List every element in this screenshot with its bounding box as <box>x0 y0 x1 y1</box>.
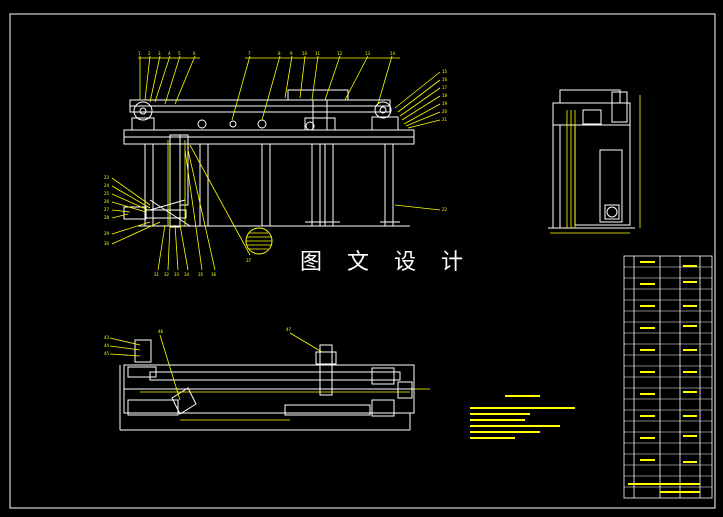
svg-text:6: 6 <box>193 51 196 56</box>
svg-text:46: 46 <box>158 329 164 334</box>
plan-view <box>119 339 415 431</box>
svg-text:26: 26 <box>104 199 110 204</box>
leg-2 <box>199 143 209 227</box>
svg-text:17: 17 <box>442 85 448 90</box>
plan-balloon-numbers: 43 44 45 46 47 <box>104 327 292 356</box>
technical-notes <box>470 395 575 439</box>
svg-text:10: 10 <box>302 51 308 56</box>
side-view <box>548 89 635 229</box>
svg-text:5: 5 <box>178 51 181 56</box>
svg-text:15: 15 <box>442 69 448 74</box>
svg-text:29: 29 <box>104 231 110 236</box>
title-block-text <box>628 261 700 493</box>
svg-text:44: 44 <box>104 343 110 348</box>
svg-text:11: 11 <box>315 51 321 56</box>
svg-text:14: 14 <box>390 51 396 56</box>
svg-text:45: 45 <box>104 351 110 356</box>
svg-text:9: 9 <box>290 51 293 56</box>
leg-3 <box>261 143 271 227</box>
drawing-outer-border <box>9 13 716 509</box>
front-view-annotations <box>111 55 441 271</box>
svg-text:32: 32 <box>164 272 170 277</box>
svg-text:47: 47 <box>286 327 292 332</box>
svg-text:4: 4 <box>168 51 171 56</box>
svg-text:33: 33 <box>174 272 180 277</box>
detail-circle <box>245 227 273 255</box>
side-view-annotations <box>550 95 641 234</box>
svg-text:16: 16 <box>442 77 448 82</box>
svg-text:19: 19 <box>442 101 448 106</box>
svg-text:36: 36 <box>211 272 217 277</box>
front-view <box>123 89 415 228</box>
svg-text:37: 37 <box>246 258 252 263</box>
svg-text:31: 31 <box>154 272 160 277</box>
svg-text:22: 22 <box>442 207 448 212</box>
right-sprocket <box>374 101 392 119</box>
svg-text:12: 12 <box>337 51 343 56</box>
plan-view-annotations <box>109 332 430 421</box>
watermark-text: 图 文 设 计 <box>300 250 472 275</box>
left-sprocket <box>133 101 153 121</box>
svg-text:21: 21 <box>442 117 448 122</box>
title-block-rows <box>624 266 712 488</box>
svg-text:43: 43 <box>104 335 110 340</box>
svg-text:18: 18 <box>442 93 448 98</box>
leg-4 <box>311 143 321 227</box>
svg-text:2: 2 <box>148 51 151 56</box>
leg-6 <box>384 143 394 227</box>
svg-text:28: 28 <box>104 215 110 220</box>
svg-text:30: 30 <box>104 241 110 246</box>
svg-text:7: 7 <box>248 51 251 56</box>
svg-text:1: 1 <box>138 51 141 56</box>
leg-5 <box>324 143 334 227</box>
svg-text:25: 25 <box>104 191 110 196</box>
svg-text:13: 13 <box>365 51 371 56</box>
svg-text:34: 34 <box>184 272 190 277</box>
svg-text:24: 24 <box>104 183 110 188</box>
svg-text:23: 23 <box>104 175 110 180</box>
svg-text:20: 20 <box>442 109 448 114</box>
svg-text:35: 35 <box>198 272 204 277</box>
svg-text:8: 8 <box>278 51 281 56</box>
svg-text:27: 27 <box>104 207 110 212</box>
svg-text:3: 3 <box>158 51 161 56</box>
